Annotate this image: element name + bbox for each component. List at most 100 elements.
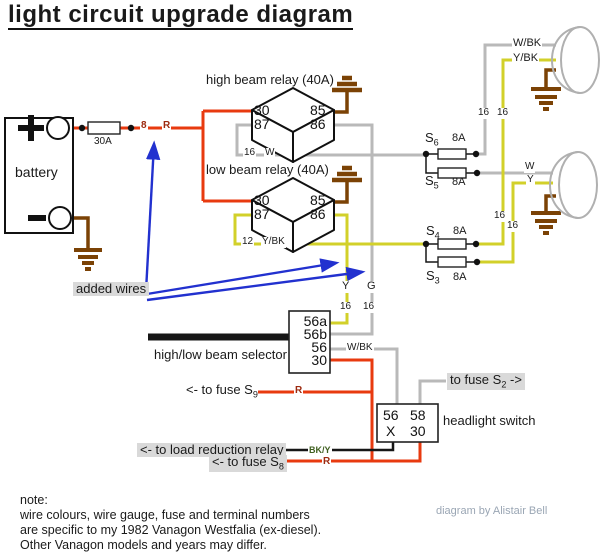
fuse-s5-sub: 5 bbox=[433, 180, 439, 191]
switch-x: X bbox=[386, 423, 396, 439]
hb-relay-85: 85 bbox=[310, 102, 326, 118]
selector-56b: 56b bbox=[303, 326, 327, 342]
wire-gauge-8-tag: 8 bbox=[140, 120, 148, 132]
battery-shape bbox=[4, 115, 74, 234]
note-line-3: Other Vanagon models and years may diffe… bbox=[20, 538, 267, 552]
bky-wire-tag: BK/Y bbox=[308, 445, 332, 456]
fuse-s4-rating: 8A bbox=[453, 225, 467, 237]
added-wires-arrows bbox=[144, 140, 366, 302]
hb-relay-30: 30 bbox=[254, 102, 270, 118]
low-beam-relay-label: low beam relay (40A) bbox=[206, 162, 329, 177]
battery-minus-icon bbox=[28, 215, 46, 221]
fuse-s6-label: S6 bbox=[425, 131, 439, 148]
selector-wbk-tag: W/BK bbox=[346, 342, 374, 354]
switch-58: 58 bbox=[410, 407, 426, 423]
selector-y-tag: Y bbox=[341, 280, 351, 293]
arrow-to-g-wire bbox=[146, 266, 366, 302]
fuse-s5-rating: 8A bbox=[452, 176, 466, 188]
selector-30: 30 bbox=[311, 352, 327, 368]
hb-relay-86: 86 bbox=[310, 116, 326, 132]
hb-out-gauge-tag: 16 bbox=[243, 147, 257, 159]
fuse-s3-sub: 3 bbox=[434, 275, 440, 286]
switch-x-bky-wire bbox=[281, 442, 395, 452]
s8-wire-red-tag: R bbox=[322, 456, 332, 468]
hb-relay-87: 87 bbox=[254, 116, 270, 132]
battery-plus-terminal bbox=[46, 116, 70, 140]
fuse-bodies bbox=[87, 121, 467, 268]
selector-56: 56 bbox=[311, 339, 327, 355]
top-headlight-ground bbox=[531, 68, 561, 111]
fuse-s3-name: S bbox=[426, 268, 435, 283]
lb-relay-85: 85 bbox=[310, 192, 326, 208]
fuse-s5-label: S5 bbox=[425, 174, 439, 191]
fuse-s6-sub: 6 bbox=[433, 137, 439, 148]
fuse-s6-name: S bbox=[425, 130, 434, 145]
to-fuse-s2-text: to fuse S bbox=[450, 372, 502, 387]
fuse-s4-sub: 4 bbox=[434, 230, 440, 241]
y-top-gauge-tag: 16 bbox=[493, 210, 507, 222]
selector-y-gauge-tag: 16 bbox=[339, 301, 353, 313]
battery-ground bbox=[70, 216, 102, 271]
to-fuse-s2-suffix: -> bbox=[506, 372, 522, 387]
selector-g-gauge-tag: 16 bbox=[362, 301, 376, 313]
lb-relay-86: 86 bbox=[310, 206, 326, 222]
switch-56: 56 bbox=[383, 407, 399, 423]
to-fuse-s9-sub: 9 bbox=[252, 389, 258, 400]
bottom-headlight bbox=[548, 151, 598, 219]
note-line-1: wire colours, wire gauge, fuse and termi… bbox=[20, 508, 310, 522]
arrow-to-y-wire bbox=[146, 258, 340, 296]
to-fuse-s9-label: <- to fuse S9 bbox=[186, 383, 258, 400]
ybk-gauge-tag: 16 bbox=[496, 107, 510, 119]
wire-red-tag: R bbox=[162, 120, 172, 132]
junction-dots bbox=[78, 124, 481, 266]
note-heading: note: bbox=[20, 493, 48, 507]
bottom-headlight-ground bbox=[531, 194, 561, 235]
fuse-s4-name: S bbox=[426, 223, 435, 238]
to-fuse-s8-text: <- to fuse S bbox=[212, 454, 279, 469]
added-wires-label: added wires bbox=[73, 282, 150, 296]
ground-wires bbox=[70, 68, 561, 271]
lb-out-colour-tag: Y/BK bbox=[261, 236, 286, 248]
fuse-s5-body bbox=[437, 167, 467, 179]
battery-minus-terminal bbox=[48, 206, 72, 230]
top-headlight-ybk-tag: Y/BK bbox=[512, 52, 540, 65]
high-beam-relay-shape bbox=[251, 87, 335, 163]
selector-56a: 56a bbox=[303, 313, 327, 329]
headlight-switch-box bbox=[376, 403, 439, 443]
fuse-s6-body bbox=[437, 148, 467, 160]
s9-wire-red-tag: R bbox=[294, 385, 304, 397]
bottom-headlight-y-tag: Y bbox=[526, 174, 535, 186]
top-headlight bbox=[550, 26, 600, 94]
fuse-30a-body bbox=[87, 121, 121, 135]
selector-g-tag: G bbox=[366, 280, 377, 293]
page-title: light circuit upgrade diagram bbox=[8, 2, 354, 31]
fuse-s3-rating: 8A bbox=[453, 271, 467, 283]
fuse-s4-body bbox=[437, 238, 467, 250]
bottom-headlight-w-tag: W bbox=[524, 161, 536, 173]
to-load-reduction-relay-label: <- to load reduction relay bbox=[137, 443, 287, 457]
note-line-2: are specific to my 1982 Vanagon Westfali… bbox=[20, 523, 322, 537]
switch-30: 30 bbox=[410, 423, 426, 439]
to-fuse-s2-label: to fuse S2 -> bbox=[447, 372, 525, 391]
hb-out-colour-tag: W bbox=[264, 147, 276, 159]
to-fuse-s9-text: <- to fuse S bbox=[186, 382, 253, 397]
selector-label: high/low beam selector bbox=[154, 347, 287, 362]
to-fuse-s8-label: <- to fuse S8 bbox=[209, 454, 287, 473]
high-relay-ground bbox=[332, 75, 362, 114]
fuse-s5-name: S bbox=[425, 173, 434, 188]
lb-out-gauge-tag: 12 bbox=[241, 236, 255, 248]
headlight-switch-label: headlight switch bbox=[443, 413, 536, 428]
high-beam-relay-label: high beam relay (40A) bbox=[206, 72, 334, 87]
fuse-s6-rating: 8A bbox=[452, 132, 466, 144]
to-fuse-s2-sub: 2 bbox=[501, 379, 507, 390]
lb-relay-87: 87 bbox=[254, 206, 270, 222]
fuse-30a-label: 30A bbox=[94, 136, 112, 147]
fuse-s4-label: S4 bbox=[426, 224, 440, 241]
fuse-s3-body bbox=[437, 256, 467, 268]
low-relay-ground bbox=[332, 165, 362, 204]
lb-relay-30: 30 bbox=[254, 192, 270, 208]
top-headlight-wbk-tag: W/BK bbox=[512, 37, 543, 50]
fuse-s3-label: S3 bbox=[426, 269, 440, 286]
